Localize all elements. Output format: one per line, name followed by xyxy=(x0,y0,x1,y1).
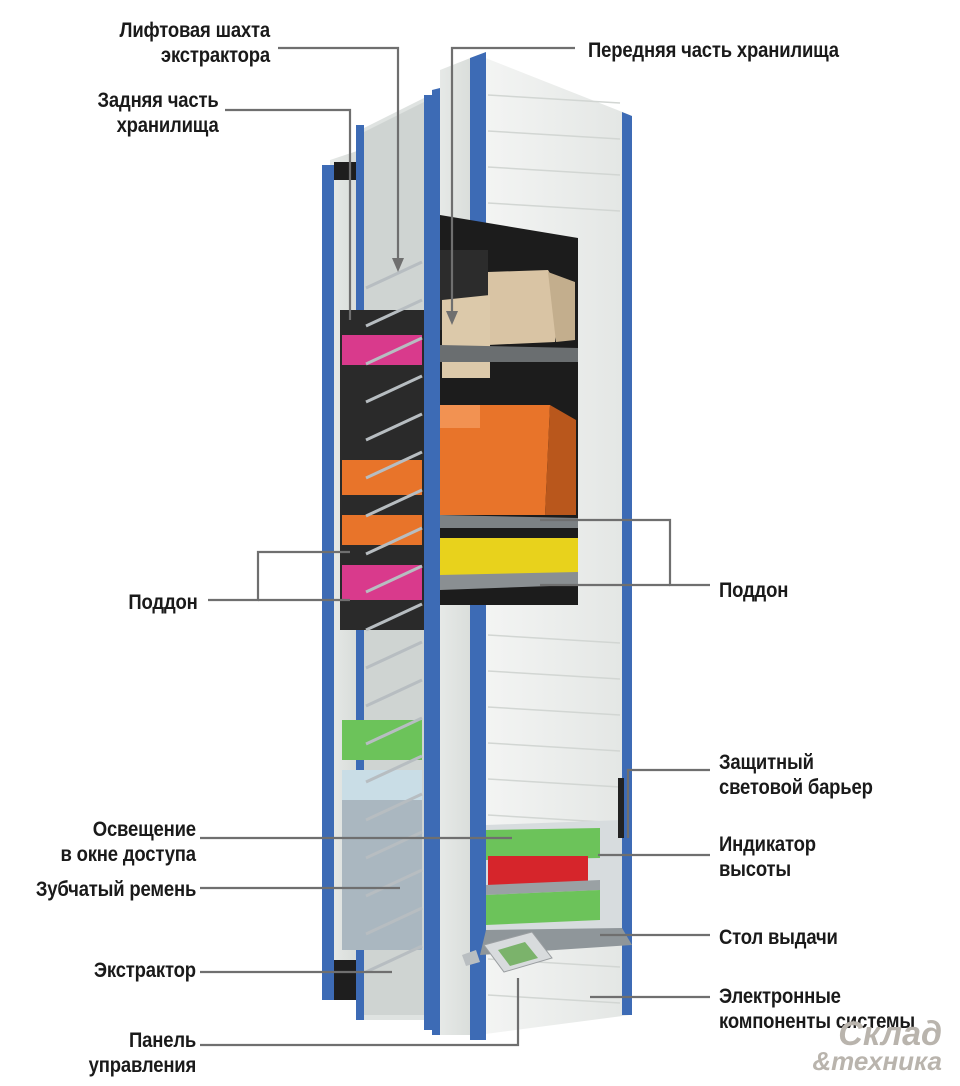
lift-rung xyxy=(365,716,423,746)
lift-rung xyxy=(365,678,423,708)
panel-seam xyxy=(487,166,621,176)
lift-rung xyxy=(365,488,423,518)
leader-front-storage xyxy=(450,46,575,315)
lift-rung xyxy=(365,640,423,670)
lift-rung xyxy=(365,754,423,784)
label-front-storage: Передняя часть хранилища xyxy=(588,39,839,62)
rear-tray-green xyxy=(342,720,422,760)
tray-yellow xyxy=(440,538,578,580)
panel-seam xyxy=(487,634,621,644)
label-toothed-belt: Зубчатый ремень xyxy=(35,878,196,901)
rear-frame-bar xyxy=(322,165,334,1000)
shelf-1 xyxy=(440,345,578,362)
panel-seam xyxy=(487,202,621,212)
watermark-line1: Склад xyxy=(838,1015,942,1053)
lift-rung xyxy=(365,868,423,898)
lift-rung xyxy=(365,830,423,860)
lift-rung xyxy=(365,450,423,480)
box-beige-2 xyxy=(442,295,490,378)
lift-rung xyxy=(365,298,423,328)
label-extractor: Экстрактор xyxy=(94,959,196,982)
panel-seam xyxy=(487,94,621,104)
label-lift-shaft: Лифтовая шахта экстрактора xyxy=(119,19,271,67)
leader-lines xyxy=(200,46,710,1047)
lift-rung xyxy=(365,374,423,404)
front-frame-bar-right xyxy=(622,112,632,1015)
lift-rung xyxy=(365,260,423,290)
label-height-indicator: Индикатор высоты xyxy=(719,833,816,881)
panel-seam xyxy=(487,778,621,788)
label-access-light: Освещение в окне доступа xyxy=(60,818,197,866)
lift-rung xyxy=(365,602,423,632)
label-control-panel: Панель управления xyxy=(88,1029,197,1077)
watermark-logo: Склад &техника xyxy=(812,1015,942,1076)
panel-seam xyxy=(487,706,621,716)
label-electronics: Электронные компоненты системы xyxy=(719,985,916,1033)
lift-rung xyxy=(365,906,423,936)
label-tray-right: Поддон xyxy=(719,579,789,602)
rear-tray-magenta-1 xyxy=(342,335,422,365)
panel-seam xyxy=(487,130,621,140)
lift-rung xyxy=(365,792,423,822)
lift-rung xyxy=(365,564,423,594)
leader-lift-shaft xyxy=(278,46,400,262)
panel-seam xyxy=(487,670,621,680)
panel-seam xyxy=(487,742,621,752)
lift-rung xyxy=(365,526,423,556)
shelf-2 xyxy=(440,515,578,528)
lift-rung xyxy=(365,944,423,974)
lift-rungs xyxy=(365,260,423,974)
storage-window xyxy=(440,215,578,605)
rear-tray-orange xyxy=(342,460,422,495)
box-orange xyxy=(440,405,550,515)
box-beige-1 xyxy=(488,270,560,345)
panel-seam xyxy=(487,994,621,1004)
label-tray-left: Поддон xyxy=(128,591,198,614)
lift-rung xyxy=(365,412,423,442)
tray-green xyxy=(486,890,600,925)
lift-rung xyxy=(365,336,423,366)
control-panel-device xyxy=(462,931,553,973)
label-delivery-table: Стол выдачи xyxy=(719,926,838,949)
label-rear-storage: Задняя часть хранилища xyxy=(97,89,219,137)
watermark-line2: &техника xyxy=(812,1046,942,1076)
tray-red xyxy=(488,856,588,886)
rear-storage-contents xyxy=(340,310,424,950)
label-safety-barrier: Защитный световой барьер xyxy=(719,751,873,799)
